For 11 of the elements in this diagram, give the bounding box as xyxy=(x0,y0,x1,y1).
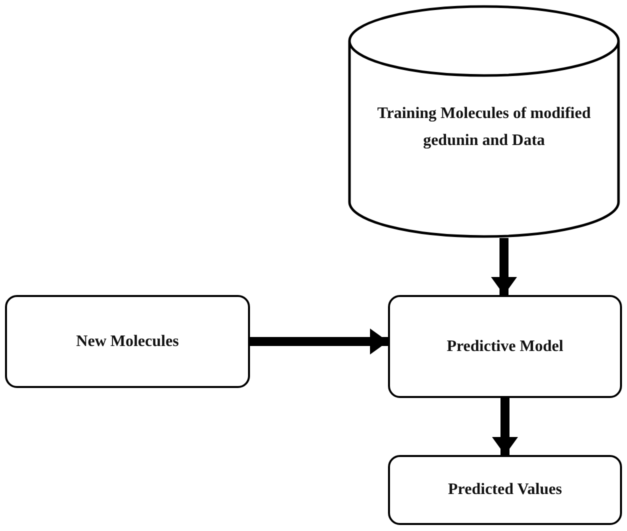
process-box xyxy=(388,295,622,398)
arrow xyxy=(250,328,388,354)
node-label: Predicted Values xyxy=(448,480,562,500)
node-label: Predictive Model xyxy=(446,336,564,357)
arrow xyxy=(491,238,517,295)
node-label: Training Molecules of modified gedunin and Data xyxy=(376,104,592,152)
database-cylinder xyxy=(348,5,620,238)
node-label: New Molecules xyxy=(76,332,179,352)
arrow xyxy=(492,398,518,455)
process-box xyxy=(388,455,622,525)
process-box xyxy=(5,295,250,388)
